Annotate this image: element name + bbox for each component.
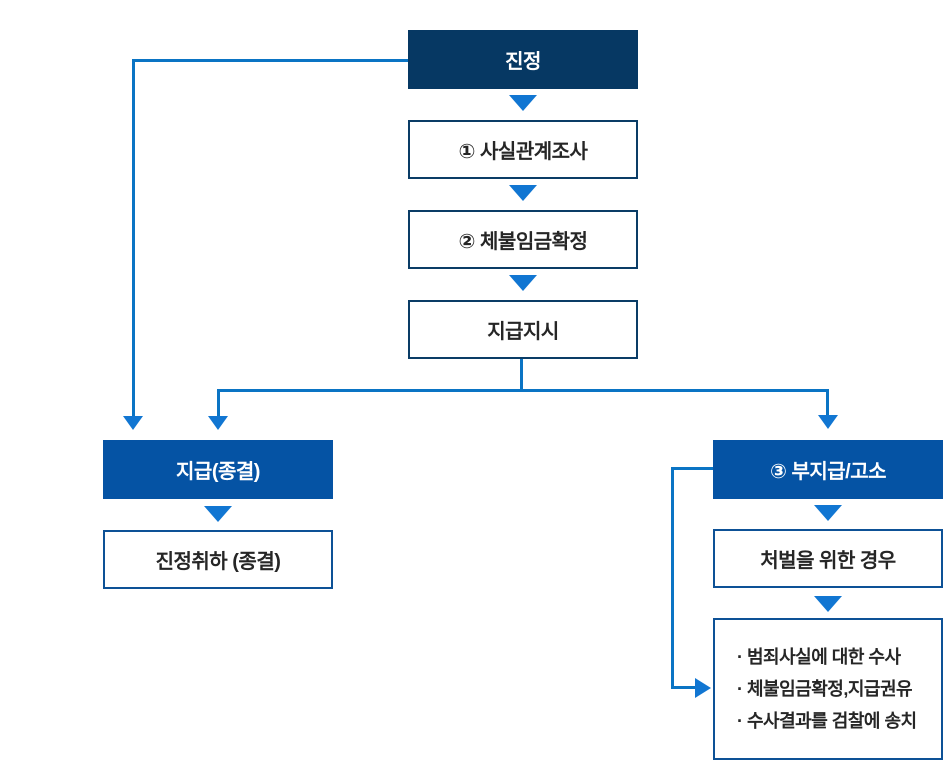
node-punishment-case: 처벌을 위한 경우 bbox=[713, 529, 943, 588]
arrow-right-icon bbox=[695, 678, 711, 698]
arrow-down-icon bbox=[818, 415, 838, 429]
connector-branch-left-drop bbox=[217, 389, 220, 417]
connector-branch-right-drop bbox=[826, 389, 829, 416]
node-payment-closed: 지급(종결) bbox=[103, 440, 333, 499]
detail-item: · 수사결과를 검찰에 송치 bbox=[737, 711, 917, 731]
detail-item: · 범죄사실에 대한 수사 bbox=[737, 647, 901, 667]
node-payment-order: 지급지시 bbox=[408, 300, 638, 359]
node-unpaid-wage-confirmation: ② 체불임금확정 bbox=[408, 210, 638, 269]
arrow-down-icon bbox=[123, 416, 143, 430]
arrow-down-icon bbox=[204, 506, 232, 522]
node-petition-withdrawal: 진정취하 (종결) bbox=[103, 530, 333, 589]
connector-petition-left-vertical bbox=[132, 59, 135, 416]
arrow-down-icon bbox=[509, 95, 537, 111]
node-nonpayment-accusation: ③ 부지급/고소 bbox=[713, 440, 943, 499]
node-fact-investigation: ① 사실관계조사 bbox=[408, 120, 638, 179]
arrow-down-icon bbox=[814, 505, 842, 521]
connector-side-top-horizontal bbox=[671, 467, 713, 470]
arrow-down-icon bbox=[814, 596, 842, 612]
node-investigation-details: · 범죄사실에 대한 수사 · 체불임금확정,지급권유 · 수사결과를 검찰에 … bbox=[713, 618, 943, 760]
arrow-down-icon bbox=[509, 185, 537, 201]
detail-item: · 체불임금확정,지급권유 bbox=[737, 679, 913, 699]
connector-petition-left-horizontal bbox=[132, 59, 408, 62]
connector-side-bottom-horizontal bbox=[671, 686, 695, 689]
arrow-down-icon bbox=[509, 275, 537, 291]
connector-branch-stem bbox=[520, 359, 523, 391]
node-petition: 진정 bbox=[408, 30, 638, 89]
connector-branch-horizontal bbox=[217, 389, 829, 392]
arrow-down-icon bbox=[208, 416, 228, 430]
connector-side-vertical bbox=[671, 467, 674, 688]
